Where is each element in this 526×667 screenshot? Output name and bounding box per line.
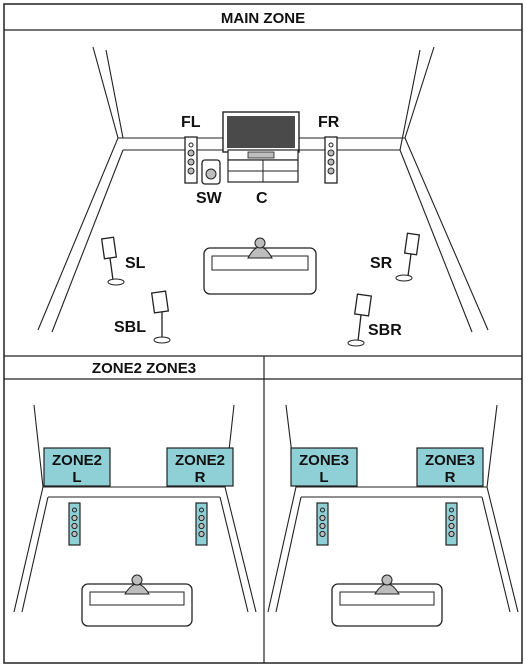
zone3-panel: ZONE3 L ZONE3 R xyxy=(268,405,518,626)
speaker-sbl xyxy=(152,291,170,343)
label-sbr: SBR xyxy=(368,322,402,339)
main-zone-title: MAIN ZONE xyxy=(221,10,305,27)
zone3-sofa-listener xyxy=(332,575,442,626)
label-sr: SR xyxy=(370,255,393,272)
speaker-fr xyxy=(325,137,337,183)
label-c: C xyxy=(256,190,268,207)
zone2-l-speaker xyxy=(69,503,80,545)
zone2-r-line1: ZONE2 xyxy=(175,452,225,469)
speaker-sw xyxy=(202,160,220,184)
zone3-r-line2: R xyxy=(445,469,456,486)
label-fl: FL xyxy=(181,114,201,131)
speaker-sl xyxy=(102,237,124,285)
zone2-r-speaker xyxy=(196,503,207,545)
label-fr: FR xyxy=(318,114,340,131)
label-sbl: SBL xyxy=(114,319,146,336)
label-sw: SW xyxy=(196,190,223,207)
zone3-room-walls xyxy=(268,405,518,612)
zone2-l-line2: L xyxy=(72,469,81,486)
zone2-sofa-listener xyxy=(82,575,192,626)
center-tv xyxy=(223,112,299,182)
zone3-l-line2: L xyxy=(319,469,328,486)
zone3-l-line1: ZONE3 xyxy=(299,452,349,469)
speaker-sr xyxy=(396,233,419,281)
zone2-panel: ZONE2 L ZONE2 R xyxy=(14,405,256,626)
zone2-l-line1: ZONE2 xyxy=(52,452,102,469)
label-sl: SL xyxy=(125,255,146,272)
zone3-r-line1: ZONE3 xyxy=(425,452,475,469)
outer-frame xyxy=(4,4,522,663)
speaker-fl xyxy=(185,137,197,183)
zone3-l-speaker xyxy=(317,503,328,545)
lower-title-left: ZONE2 ZONE3 xyxy=(92,360,196,377)
main-zone-panel: MAIN ZONE xyxy=(4,10,522,346)
zone3-r-speaker xyxy=(446,503,457,545)
main-sofa-listener xyxy=(204,238,316,294)
zone2-r-line2: R xyxy=(195,469,206,486)
